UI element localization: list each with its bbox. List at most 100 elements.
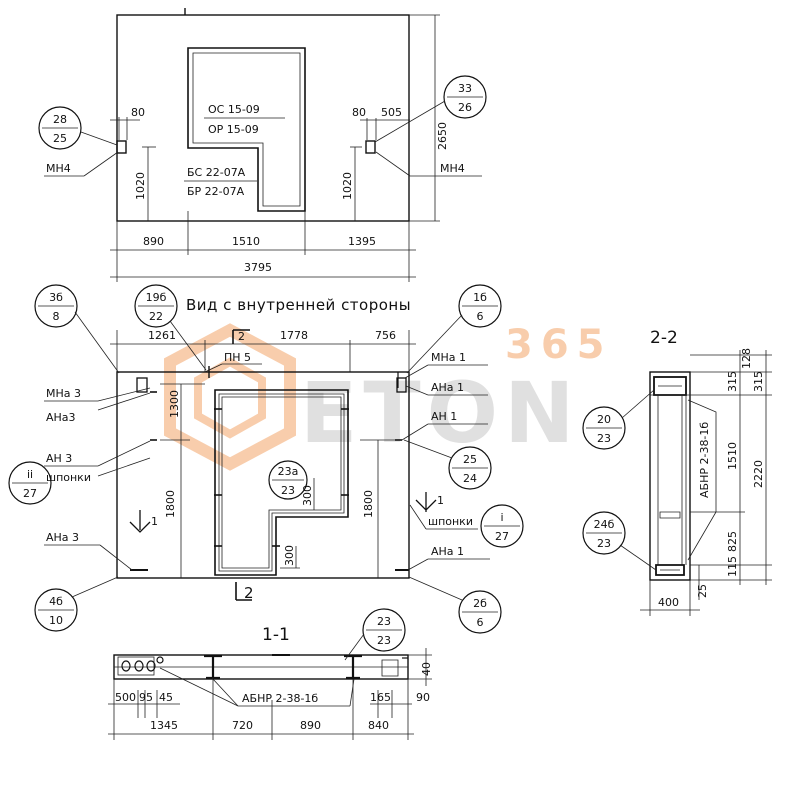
node-ii-bottom: 27	[23, 487, 37, 500]
inner-opening-outline	[214, 389, 349, 576]
embedded-part-left-icon	[116, 140, 127, 154]
watermark-number: 365	[505, 322, 613, 368]
section-2-2-title: 2-2	[650, 328, 678, 348]
left-part-label: МН4	[46, 162, 71, 175]
node-20-bottom: 23	[597, 432, 611, 445]
dim-300-b: 300	[283, 545, 296, 566]
node-25-bottom: 24	[463, 472, 477, 485]
node-callout-24b-23: 24б 23	[582, 511, 657, 571]
node-19b-top: 19б	[146, 291, 167, 304]
inner-panel-outline	[116, 371, 410, 579]
dim-90: 90	[416, 691, 430, 704]
node-callout-ii-27: ii 27	[8, 461, 52, 505]
door-label-1: БС 22-07А	[187, 166, 246, 179]
node-i-bottom: 27	[495, 530, 509, 543]
view-title: Вид с внутренней стороны	[186, 296, 411, 314]
dim-315-a: 315	[726, 371, 739, 392]
node-ii-top: ii	[27, 468, 33, 481]
inner-side-view: Вид с внутренней стороны 1261 1778 756 2…	[8, 284, 524, 634]
embedded-part-right-icon	[365, 140, 376, 154]
node-25-top: 25	[463, 453, 477, 466]
watermark-logo-icon	[164, 323, 296, 471]
cut-mark-top: 2	[238, 330, 245, 343]
node-callout-33-26: 33 26	[374, 75, 487, 143]
dim-3795: 3795	[244, 261, 272, 274]
dim-720: 720	[232, 719, 253, 732]
dim-25: 25	[696, 584, 709, 598]
cut-1-left: 1	[151, 515, 158, 528]
dim-315-b: 315	[752, 371, 765, 392]
dim-2650: 2650	[436, 122, 449, 150]
node-callout-19b-22: 19б 22	[134, 284, 207, 371]
node-24b-top: 24б	[594, 518, 615, 531]
dim-80-left: 80	[131, 106, 145, 119]
dim-95: 95	[139, 691, 153, 704]
dim-840: 840	[368, 719, 389, 732]
cut-1-right: 1	[437, 494, 444, 507]
dim-1800-left: 1800	[164, 490, 177, 518]
dim-890-s11: 890	[300, 719, 321, 732]
cut-mark-bottom: 2	[244, 584, 254, 602]
node-28-bottom: 25	[53, 132, 67, 145]
node-1b-bottom: 6	[477, 310, 484, 323]
node-20-top: 20	[597, 413, 611, 426]
node-24b-bottom: 23	[597, 537, 611, 550]
node-19b-bottom: 22	[149, 310, 163, 323]
node-callout-23a-23: 23а 23	[268, 460, 308, 500]
label-an3: АН 3	[46, 452, 72, 465]
node-callout-20-23: 20 23	[582, 389, 655, 450]
dim-400: 400	[658, 596, 679, 609]
dim-2220: 2220	[752, 460, 765, 488]
dim-128: 128	[740, 348, 753, 369]
label-ana3-bottom: АНа 3	[46, 531, 79, 544]
dim-45: 45	[159, 691, 173, 704]
node-4b-top: 4б	[49, 595, 63, 608]
node-callout-1b-6: 1б 6	[406, 284, 502, 374]
label-mna3: МНа 3	[46, 387, 81, 400]
node-33-top: 33	[458, 82, 472, 95]
opening-label-2: ОР 15-09	[208, 123, 259, 136]
dim-80-right: 80	[352, 106, 366, 119]
dim-40: 40	[420, 662, 433, 676]
opening-label-1: ОС 15-09	[208, 103, 260, 116]
node-28-top: 28	[53, 113, 67, 126]
section-2-2: 2-2 АБНР 2-38-1б 20 23 24б 23	[582, 328, 772, 616]
top-elevation: ОС 15-09 ОР 15-09 БС 22-07А БР 22-07А 28…	[38, 8, 487, 282]
node-callout-4b-10: 4б 10	[34, 576, 119, 632]
label-ana1-top: АНа 1	[431, 381, 464, 394]
top-panel-outline	[116, 14, 410, 222]
node-callout-2b-6: 2б 6	[408, 576, 502, 634]
node-callout-23-23: 23 23	[344, 608, 406, 661]
dim-165: 165	[370, 691, 391, 704]
node-23-bottom: 23	[377, 634, 391, 647]
label-mna1: МНа 1	[431, 351, 466, 364]
dim-1395: 1395	[348, 235, 376, 248]
dim-1778: 1778	[280, 329, 308, 342]
dim-505: 505	[381, 106, 402, 119]
label-shponki-right: шпонки	[428, 515, 473, 528]
right-part-label: МН4	[440, 162, 465, 175]
watermark: 365 ETON	[164, 322, 613, 471]
top-opening-outline	[187, 47, 306, 212]
dim-1020-left: 1020	[134, 172, 147, 200]
node-callout-25-24: 25 24	[403, 439, 492, 490]
pn5-label: ПН 5	[224, 351, 251, 364]
dim-1261: 1261	[148, 329, 176, 342]
node-3b-top: 3б	[49, 291, 63, 304]
label-ana3-top: АНа3	[46, 411, 76, 424]
dim-1510-s22: 1510	[726, 442, 739, 470]
section-1-1: 1-1 40 23 23 АБНР 2-38-1б	[108, 608, 433, 740]
node-23a-bottom: 23	[281, 484, 295, 497]
dim-300-a: 300	[301, 485, 314, 506]
dim-1345: 1345	[150, 719, 178, 732]
dim-500: 500	[115, 691, 136, 704]
door-label-2: БР 22-07А	[187, 185, 245, 198]
label-shponki-left: шпонки	[46, 471, 91, 484]
node-23a-top: 23а	[278, 465, 299, 478]
node-3b-bottom: 8	[53, 310, 60, 323]
dim-1510: 1510	[232, 235, 260, 248]
dim-1300: 1300	[168, 390, 181, 418]
section-1-1-title: 1-1	[262, 625, 290, 645]
dim-825: 825	[726, 531, 739, 552]
